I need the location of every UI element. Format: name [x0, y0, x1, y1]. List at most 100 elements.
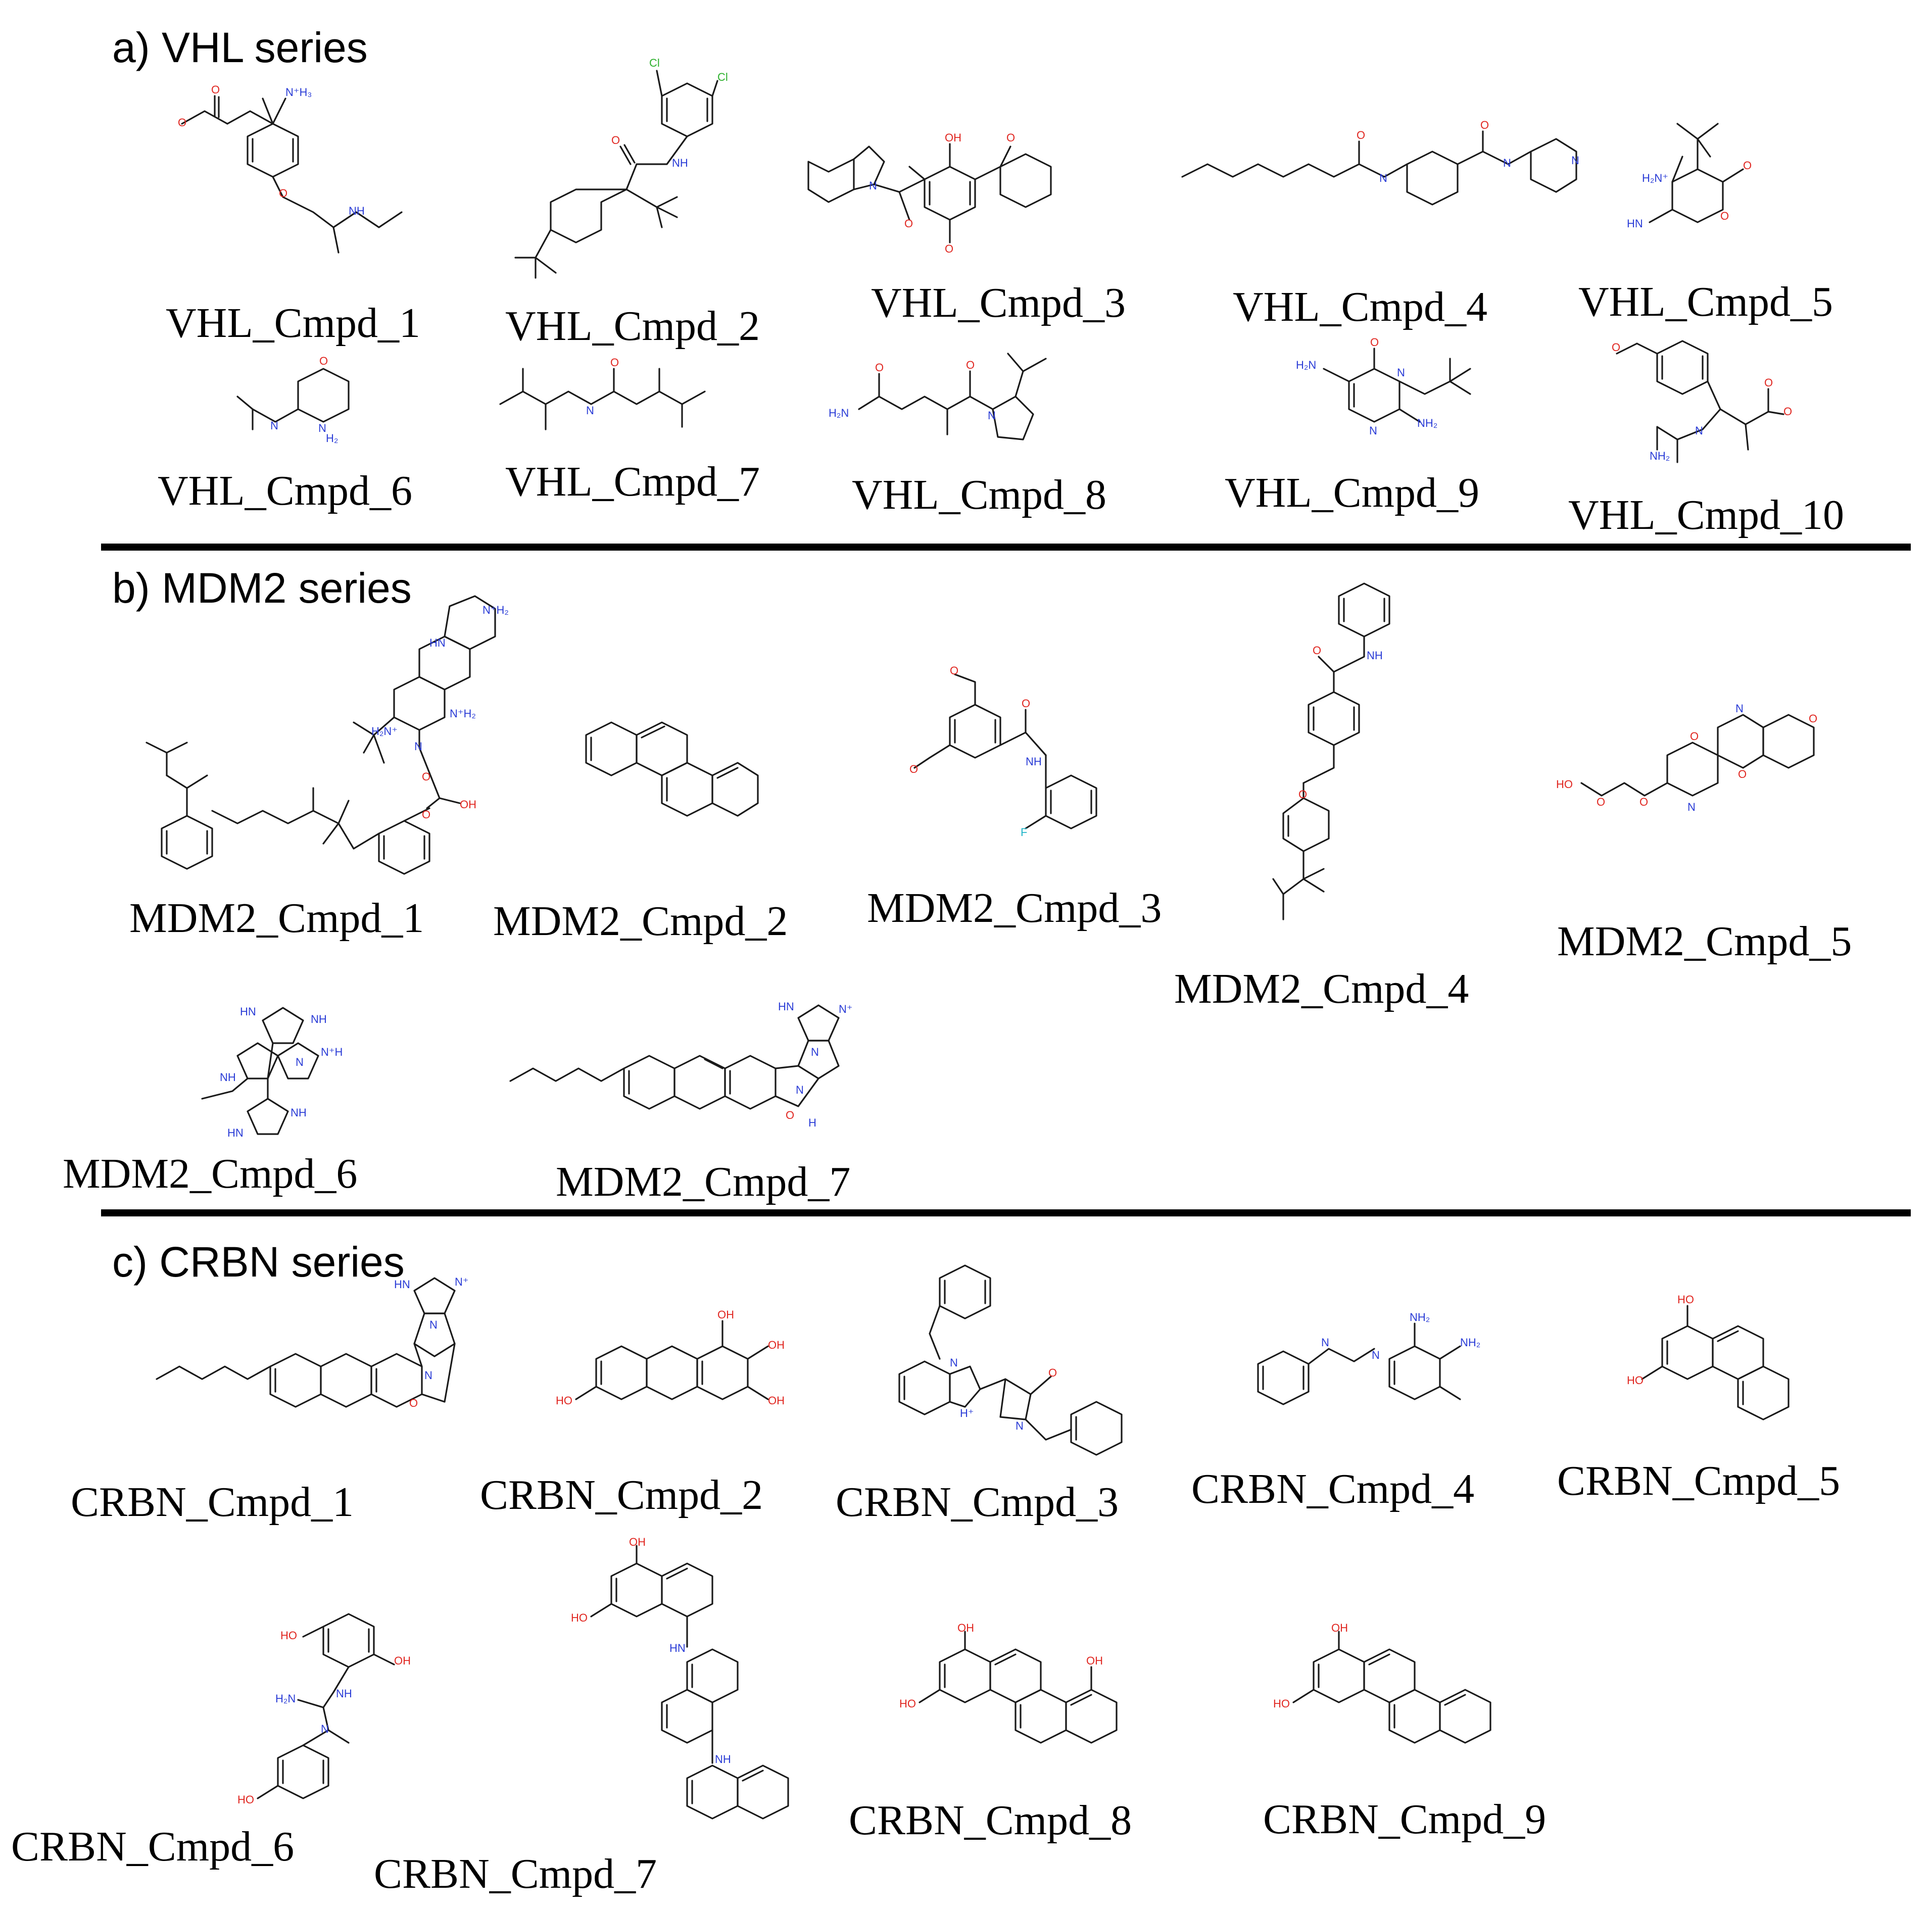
crbn-cmpd-9-label: CRBN_Cmpd_9 — [1263, 1796, 1547, 1843]
svg-text:OH: OH — [768, 1394, 785, 1407]
svg-text:O: O — [1006, 131, 1015, 144]
svg-text:N: N — [1369, 424, 1377, 437]
svg-text:N: N — [811, 1046, 819, 1058]
vhl-cmpd-6-label: VHL_Cmpd_6 — [158, 467, 412, 514]
svg-text:O: O — [178, 116, 186, 129]
svg-text:N: N — [796, 1084, 804, 1096]
mdm2-cmpd-1-label: MDM2_Cmpd_1 — [129, 895, 424, 942]
mdm2-cmpd-4-label: MDM2_Cmpd_4 — [1174, 965, 1469, 1012]
svg-text:O: O — [422, 770, 430, 783]
svg-text:O: O — [1022, 697, 1030, 710]
svg-text:HN: HN — [778, 1000, 794, 1013]
svg-text:HO: HO — [1556, 778, 1573, 791]
vhl-cmpd-5-structure: H₂N⁺ HN O O — [1627, 123, 1752, 230]
svg-text:HN: HN — [1627, 217, 1643, 230]
svg-text:NH₂: NH₂ — [1460, 1336, 1480, 1349]
svg-text:O: O — [1720, 210, 1729, 222]
vhl-cmpd-5-label: VHL_Cmpd_5 — [1578, 278, 1833, 325]
svg-text:HO: HO — [571, 1611, 588, 1624]
svg-text:O: O — [1612, 341, 1620, 354]
svg-text:O: O — [279, 187, 287, 200]
crbn-cmpd-2-structure: OH OH OH HO — [556, 1308, 785, 1407]
mdm2-cmpd-7-structure: HN N⁺ N N O H — [509, 1000, 853, 1129]
svg-text:HO: HO — [1677, 1293, 1694, 1306]
vhl-cmpd-9-label: VHL_Cmpd_9 — [1225, 469, 1479, 516]
svg-text:O: O — [966, 359, 975, 371]
svg-text:OH: OH — [717, 1308, 734, 1321]
svg-text:O: O — [1783, 405, 1792, 418]
mdm2-cmpd-6-label: MDM2_Cmpd_6 — [63, 1150, 358, 1197]
vhl-cmpd-2-label: VHL_Cmpd_2 — [505, 303, 760, 350]
mdm2-cmpd-6-structure: HN NH N N⁺H NH HN NH — [201, 1005, 343, 1139]
vhl-cmpd-8-label: VHL_Cmpd_8 — [852, 471, 1106, 518]
mdm2-cmpd-2-label: MDM2_Cmpd_2 — [493, 898, 788, 945]
svg-text:N: N — [321, 1723, 329, 1735]
crbn-cmpd-8-structure: OH HO OH — [899, 1622, 1118, 1744]
crbn-cmpd-8-label: CRBN_Cmpd_8 — [849, 1797, 1132, 1844]
svg-text:O: O — [945, 242, 953, 255]
svg-text:O: O — [1357, 129, 1365, 141]
svg-text:O: O — [1809, 712, 1817, 725]
crbn-cmpd-2-label: CRBN_Cmpd_2 — [480, 1472, 763, 1519]
svg-text:N: N — [1735, 702, 1744, 715]
svg-text:O: O — [950, 664, 958, 677]
svg-text:N: N — [1571, 154, 1579, 167]
crbn-cmpd-9-structure: OH HO — [1273, 1622, 1491, 1744]
svg-text:F: F — [1021, 826, 1027, 839]
svg-text:NH: NH — [672, 157, 688, 169]
svg-text:H₂: H₂ — [326, 432, 338, 445]
svg-text:OH: OH — [460, 798, 476, 811]
mdm2-series-heading: b) MDM2 series — [112, 564, 412, 612]
svg-text:N⁺H₂: N⁺H₂ — [450, 707, 476, 720]
svg-text:N: N — [988, 409, 996, 422]
svg-text:OH: OH — [768, 1339, 785, 1351]
svg-text:N: N — [296, 1056, 304, 1068]
svg-text:O: O — [422, 808, 430, 821]
svg-text:NH: NH — [715, 1753, 731, 1766]
vhl-cmpd-7-label: VHL_Cmpd_7 — [505, 458, 760, 505]
svg-text:N: N — [586, 404, 594, 417]
svg-text:HO: HO — [280, 1629, 297, 1642]
vhl-cmpd-1-label: VHL_Cmpd_1 — [166, 300, 420, 347]
svg-text:N: N — [414, 740, 422, 753]
svg-text:HO: HO — [1627, 1374, 1644, 1387]
crbn-cmpd-1-label: CRBN_Cmpd_1 — [71, 1479, 354, 1526]
svg-text:HN: HN — [429, 636, 446, 649]
svg-text:O: O — [409, 1397, 418, 1409]
vhl-cmpd-10-structure: O O O N NH₂ — [1612, 340, 1792, 463]
crbn-cmpd-5-label: CRBN_Cmpd_5 — [1557, 1457, 1841, 1504]
svg-text:O: O — [875, 361, 884, 374]
svg-text:N: N — [950, 1356, 958, 1369]
crbn-cmpd-3-structure: N N O H⁺ — [898, 1264, 1123, 1456]
svg-text:N: N — [1016, 1419, 1024, 1432]
mdm2-cmpd-5-label: MDM2_Cmpd_5 — [1557, 918, 1852, 965]
svg-text:O: O — [1764, 376, 1773, 389]
svg-text:H₂N⁺: H₂N⁺ — [371, 725, 398, 738]
svg-text:H₂N: H₂N — [829, 407, 849, 419]
svg-text:N: N — [429, 1318, 438, 1331]
svg-text:N: N — [1687, 801, 1696, 813]
svg-text:NH: NH — [291, 1106, 307, 1119]
svg-text:N⁺: N⁺ — [455, 1276, 469, 1288]
mdm2-cmpd-1-structure: N⁺H₂ HN N⁺H₂ H₂N⁺ N O O OH — [146, 595, 509, 875]
svg-text:HN: HN — [240, 1005, 256, 1018]
vhl-cmpd-3-structure: OH O O O N — [807, 131, 1052, 255]
svg-text:OH: OH — [945, 131, 961, 144]
svg-text:O: O — [610, 356, 619, 369]
svg-text:N: N — [424, 1369, 432, 1382]
svg-text:O: O — [786, 1109, 794, 1121]
crbn-cmpd-6-label: CRBN_Cmpd_6 — [11, 1823, 295, 1870]
crbn-cmpd-7-label: CRBN_Cmpd_7 — [374, 1850, 657, 1897]
svg-text:H⁺: H⁺ — [960, 1407, 974, 1419]
svg-text:O: O — [904, 217, 913, 230]
svg-text:N: N — [1695, 424, 1703, 437]
mdm2-cmpd-3-structure: O O O NH F — [909, 664, 1097, 839]
svg-text:HN: HN — [669, 1642, 686, 1654]
crbn-cmpd-6-structure: HO OH H₂N NH N HO — [237, 1613, 411, 1806]
svg-text:O: O — [1597, 796, 1605, 808]
vhl-cmpd-6-structure: O N N H₂ — [236, 355, 350, 445]
svg-text:O: O — [909, 763, 918, 775]
vhl-cmpd-8-structure: O O H₂N N — [829, 353, 1047, 440]
svg-text:N: N — [1321, 1336, 1329, 1349]
vhl-cmpd-1-structure: N⁺H₃ O O O NH — [178, 83, 403, 254]
